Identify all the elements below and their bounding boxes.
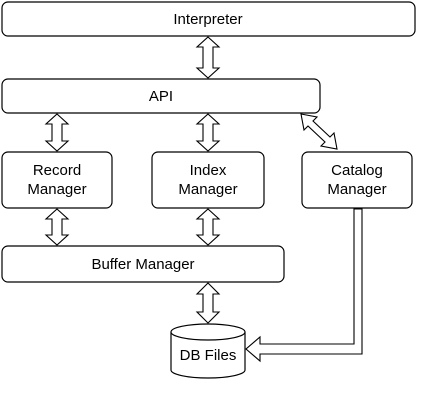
- interpreter-node: Interpreter: [1, 1, 416, 37]
- interpreter-api-arrow: [195, 36, 221, 79]
- record-manager-label-line1: Record: [33, 162, 81, 179]
- api-record-manager-arrow: [44, 113, 70, 152]
- record-manager-node: Record Manager: [1, 151, 113, 209]
- interpreter-label: Interpreter: [173, 11, 242, 28]
- index-manager-label-line2: Manager: [178, 181, 237, 198]
- api-label: API: [149, 88, 173, 105]
- buffer-manager-label: Buffer Manager: [91, 256, 194, 273]
- catalog-manager-db-files-arrow: [245, 208, 363, 363]
- record-manager-label-line2: Manager: [27, 181, 86, 198]
- api-node: API: [1, 78, 321, 114]
- api-index-manager-arrow: [195, 113, 221, 152]
- api-catalog-manager-arrow: [300, 113, 338, 150]
- catalog-manager-label-line2: Manager: [327, 181, 386, 198]
- index-manager-node: Index Manager: [151, 151, 265, 209]
- record-manager-buffer-arrow: [44, 208, 70, 246]
- db-files-node: DB Files: [170, 323, 246, 379]
- db-files-label: DB Files: [180, 347, 237, 364]
- catalog-manager-node: Catalog Manager: [301, 151, 413, 209]
- catalog-manager-label-line1: Catalog: [331, 162, 383, 179]
- buffer-manager-node: Buffer Manager: [1, 245, 285, 283]
- index-manager-label-line1: Index: [190, 162, 227, 179]
- index-manager-buffer-arrow: [195, 208, 221, 246]
- buffer-db-files-arrow: [195, 282, 221, 324]
